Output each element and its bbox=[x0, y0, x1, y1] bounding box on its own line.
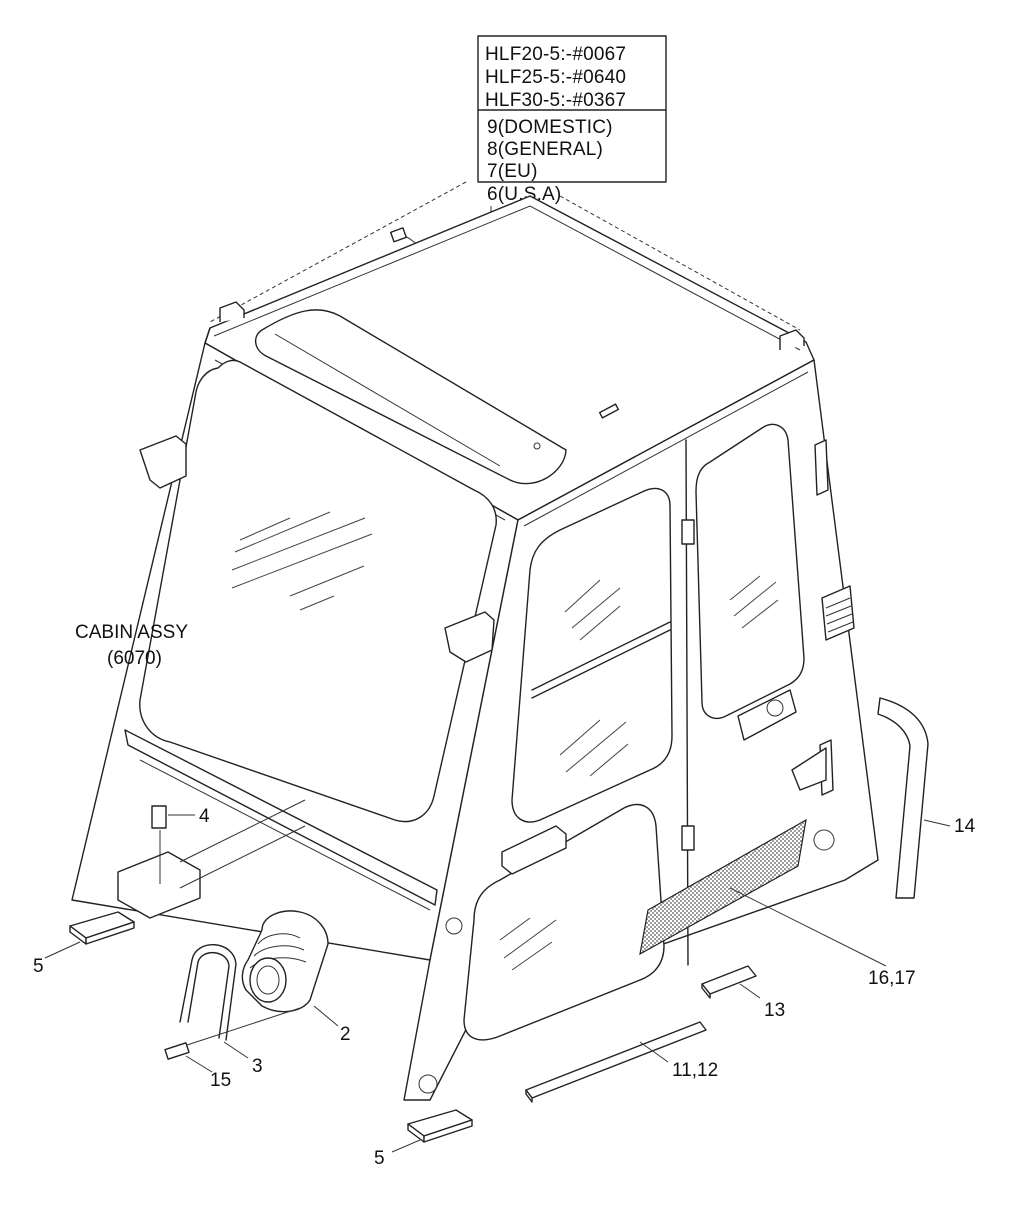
guide-line-right bbox=[559, 195, 801, 331]
leader-5-left bbox=[44, 941, 81, 959]
leader-13 bbox=[739, 983, 761, 999]
leader-2 bbox=[313, 1005, 339, 1027]
hinge-2 bbox=[681, 825, 695, 851]
boot-2: 2 bbox=[241, 910, 351, 1045]
roof-window bbox=[255, 309, 567, 485]
leader-3 bbox=[223, 1041, 249, 1059]
strut-bracket bbox=[791, 747, 827, 791]
pad-5-bottom: 5 bbox=[374, 1109, 473, 1169]
windshield bbox=[139, 359, 497, 823]
variant-box-frame bbox=[477, 35, 667, 183]
front-bracket-upper bbox=[139, 435, 187, 489]
strip-13: 13 bbox=[701, 965, 785, 1021]
leader-5-bottom bbox=[391, 1139, 421, 1153]
leader-16-17 bbox=[729, 887, 887, 967]
leader-15 bbox=[185, 1055, 213, 1073]
callout-13: 13 bbox=[764, 1000, 785, 1021]
callout-14: 14 bbox=[954, 816, 976, 837]
mount-hole-rear bbox=[813, 829, 835, 851]
radio-connector bbox=[389, 227, 407, 243]
callout-3: 3 bbox=[252, 1056, 263, 1077]
door-window-lower bbox=[463, 803, 665, 1041]
model-line-1: HLF20-5:-#0067 bbox=[485, 44, 626, 65]
bolt-4 bbox=[151, 805, 167, 829]
model-line-2: HLF25-5:-#0640 bbox=[485, 67, 626, 88]
bolt-15: 15 bbox=[164, 1007, 301, 1091]
region-line-3: 7(EU) bbox=[487, 161, 538, 182]
rail-14: 14 bbox=[877, 697, 976, 899]
callout-5-left: 5 bbox=[33, 956, 44, 977]
callout-11-12: 11,12 bbox=[672, 1060, 718, 1081]
roof-tag bbox=[598, 403, 620, 419]
leader-14 bbox=[923, 819, 951, 827]
mount-hole-bottom bbox=[418, 1074, 438, 1094]
door-handle bbox=[501, 825, 567, 875]
pad-5-left: 5 bbox=[33, 911, 135, 977]
rear-side-window bbox=[695, 423, 805, 720]
hinge-1 bbox=[681, 519, 695, 545]
assembly-name: CABIN ASSY bbox=[75, 622, 188, 643]
mount-hole-front bbox=[445, 917, 463, 935]
region-line-2: 8(GENERAL) bbox=[487, 139, 603, 160]
strip-11-12: 11,12 bbox=[525, 1021, 718, 1103]
door-window-upper bbox=[511, 487, 673, 823]
region-line-1: 9(DOMESTIC) bbox=[487, 117, 613, 138]
door-window-glare bbox=[559, 579, 629, 777]
callout-5-bottom: 5 bbox=[374, 1148, 385, 1169]
rear-hinge-upper bbox=[814, 439, 829, 496]
front-cross-bar bbox=[124, 729, 438, 906]
callout-16-17: 16,17 bbox=[868, 968, 916, 989]
cabin-assembly: 4 bbox=[71, 195, 879, 1101]
callout-4: 4 bbox=[199, 806, 210, 827]
model-line-3: HLF30-5:-#0367 bbox=[485, 90, 626, 111]
callout-15: 15 bbox=[210, 1070, 231, 1091]
callout-2: 2 bbox=[340, 1024, 351, 1045]
roof-hook-left bbox=[219, 301, 245, 322]
variant-box: HLF20-5:-#0067 HLF25-5:-#0640 HLF30-5:-#… bbox=[477, 35, 667, 205]
assembly-code: (6070) bbox=[107, 648, 162, 669]
region-line-4: 6(U.S.A) bbox=[487, 184, 561, 205]
leader-11-12 bbox=[639, 1041, 669, 1063]
side-decal bbox=[639, 818, 807, 956]
floor-bracket bbox=[117, 851, 201, 919]
boot-2-opening bbox=[249, 957, 287, 1003]
windshield-glare bbox=[231, 511, 373, 611]
door-latch bbox=[737, 689, 797, 741]
roof-hook-right bbox=[779, 329, 805, 350]
u-bolt-3: 3 bbox=[179, 944, 263, 1077]
